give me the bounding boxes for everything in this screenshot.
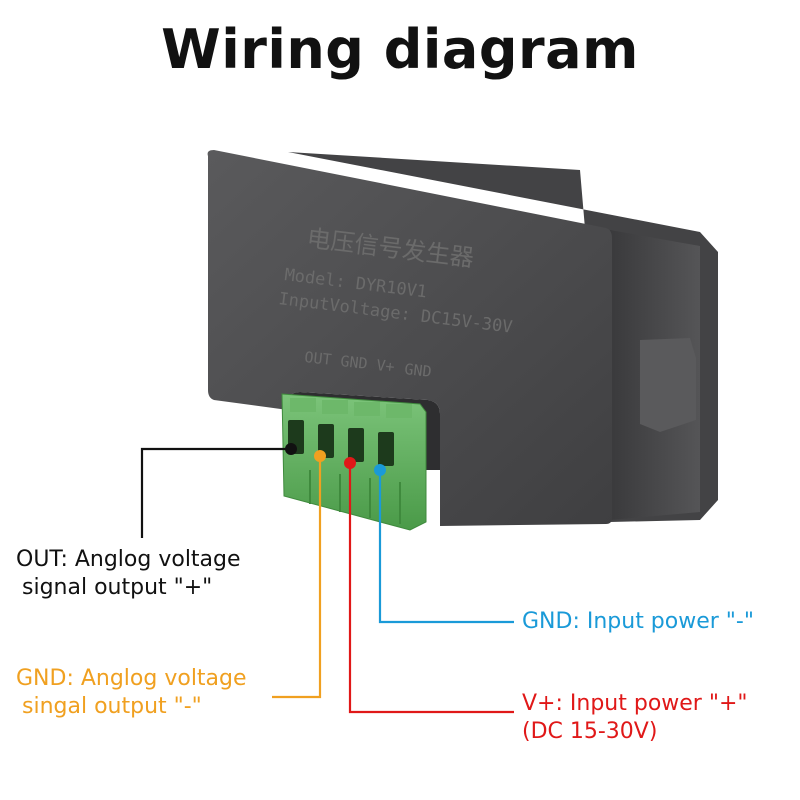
- label-gnd-signal-line2: singal output "-": [22, 694, 202, 719]
- terminal-fin: [322, 400, 348, 414]
- label-gnd-signal: GND: Anglog voltage singal output "-": [16, 665, 247, 721]
- marker-vplus: [344, 457, 356, 469]
- housing-clip: [640, 338, 696, 432]
- label-vplus-line2: (DC 15-30V): [522, 719, 658, 744]
- label-vplus: V+: Input power "+" (DC 15-30V): [522, 690, 748, 746]
- label-out-line1: OUT: Anglog voltage: [16, 547, 241, 572]
- terminal-hole: [378, 432, 394, 466]
- label-gnd-input-line1: GND: Input power "-": [522, 609, 754, 634]
- device-housing: [207, 150, 718, 526]
- marker-out: [285, 443, 297, 455]
- terminal-fin: [386, 404, 412, 418]
- terminal-label-out: OUT: [304, 348, 333, 369]
- label-vplus-line1: V+: Input power "+": [522, 691, 748, 716]
- leader-line-vplus: [348, 463, 514, 714]
- terminal-hole: [318, 424, 334, 458]
- label-out: OUT: Anglog voltage signal output "+": [16, 546, 241, 602]
- marker-gnd-signal: [314, 450, 326, 462]
- leader-lines: [140, 447, 514, 714]
- label-gnd-signal-line1: GND: Anglog voltage: [16, 666, 247, 691]
- terminal-label-vplus: V+: [376, 356, 396, 376]
- terminal-fin: [354, 402, 380, 416]
- housing-front: [207, 150, 612, 526]
- label-gnd-input: GND: Input power "-": [522, 608, 754, 636]
- terminal-fin: [290, 398, 316, 412]
- leader-line-gnd-input: [378, 470, 514, 624]
- terminal-hole: [348, 428, 364, 462]
- page-title: Wiring diagram: [161, 18, 639, 81]
- leader-line-out: [140, 447, 291, 538]
- terminal-label-gnd-2: GND: [404, 360, 433, 381]
- marker-gnd-input: [374, 464, 386, 476]
- terminal-label-gnd-1: GND: [340, 352, 369, 373]
- label-out-line2: signal output "+": [22, 575, 213, 600]
- leader-line-gnd-signal: [272, 456, 322, 699]
